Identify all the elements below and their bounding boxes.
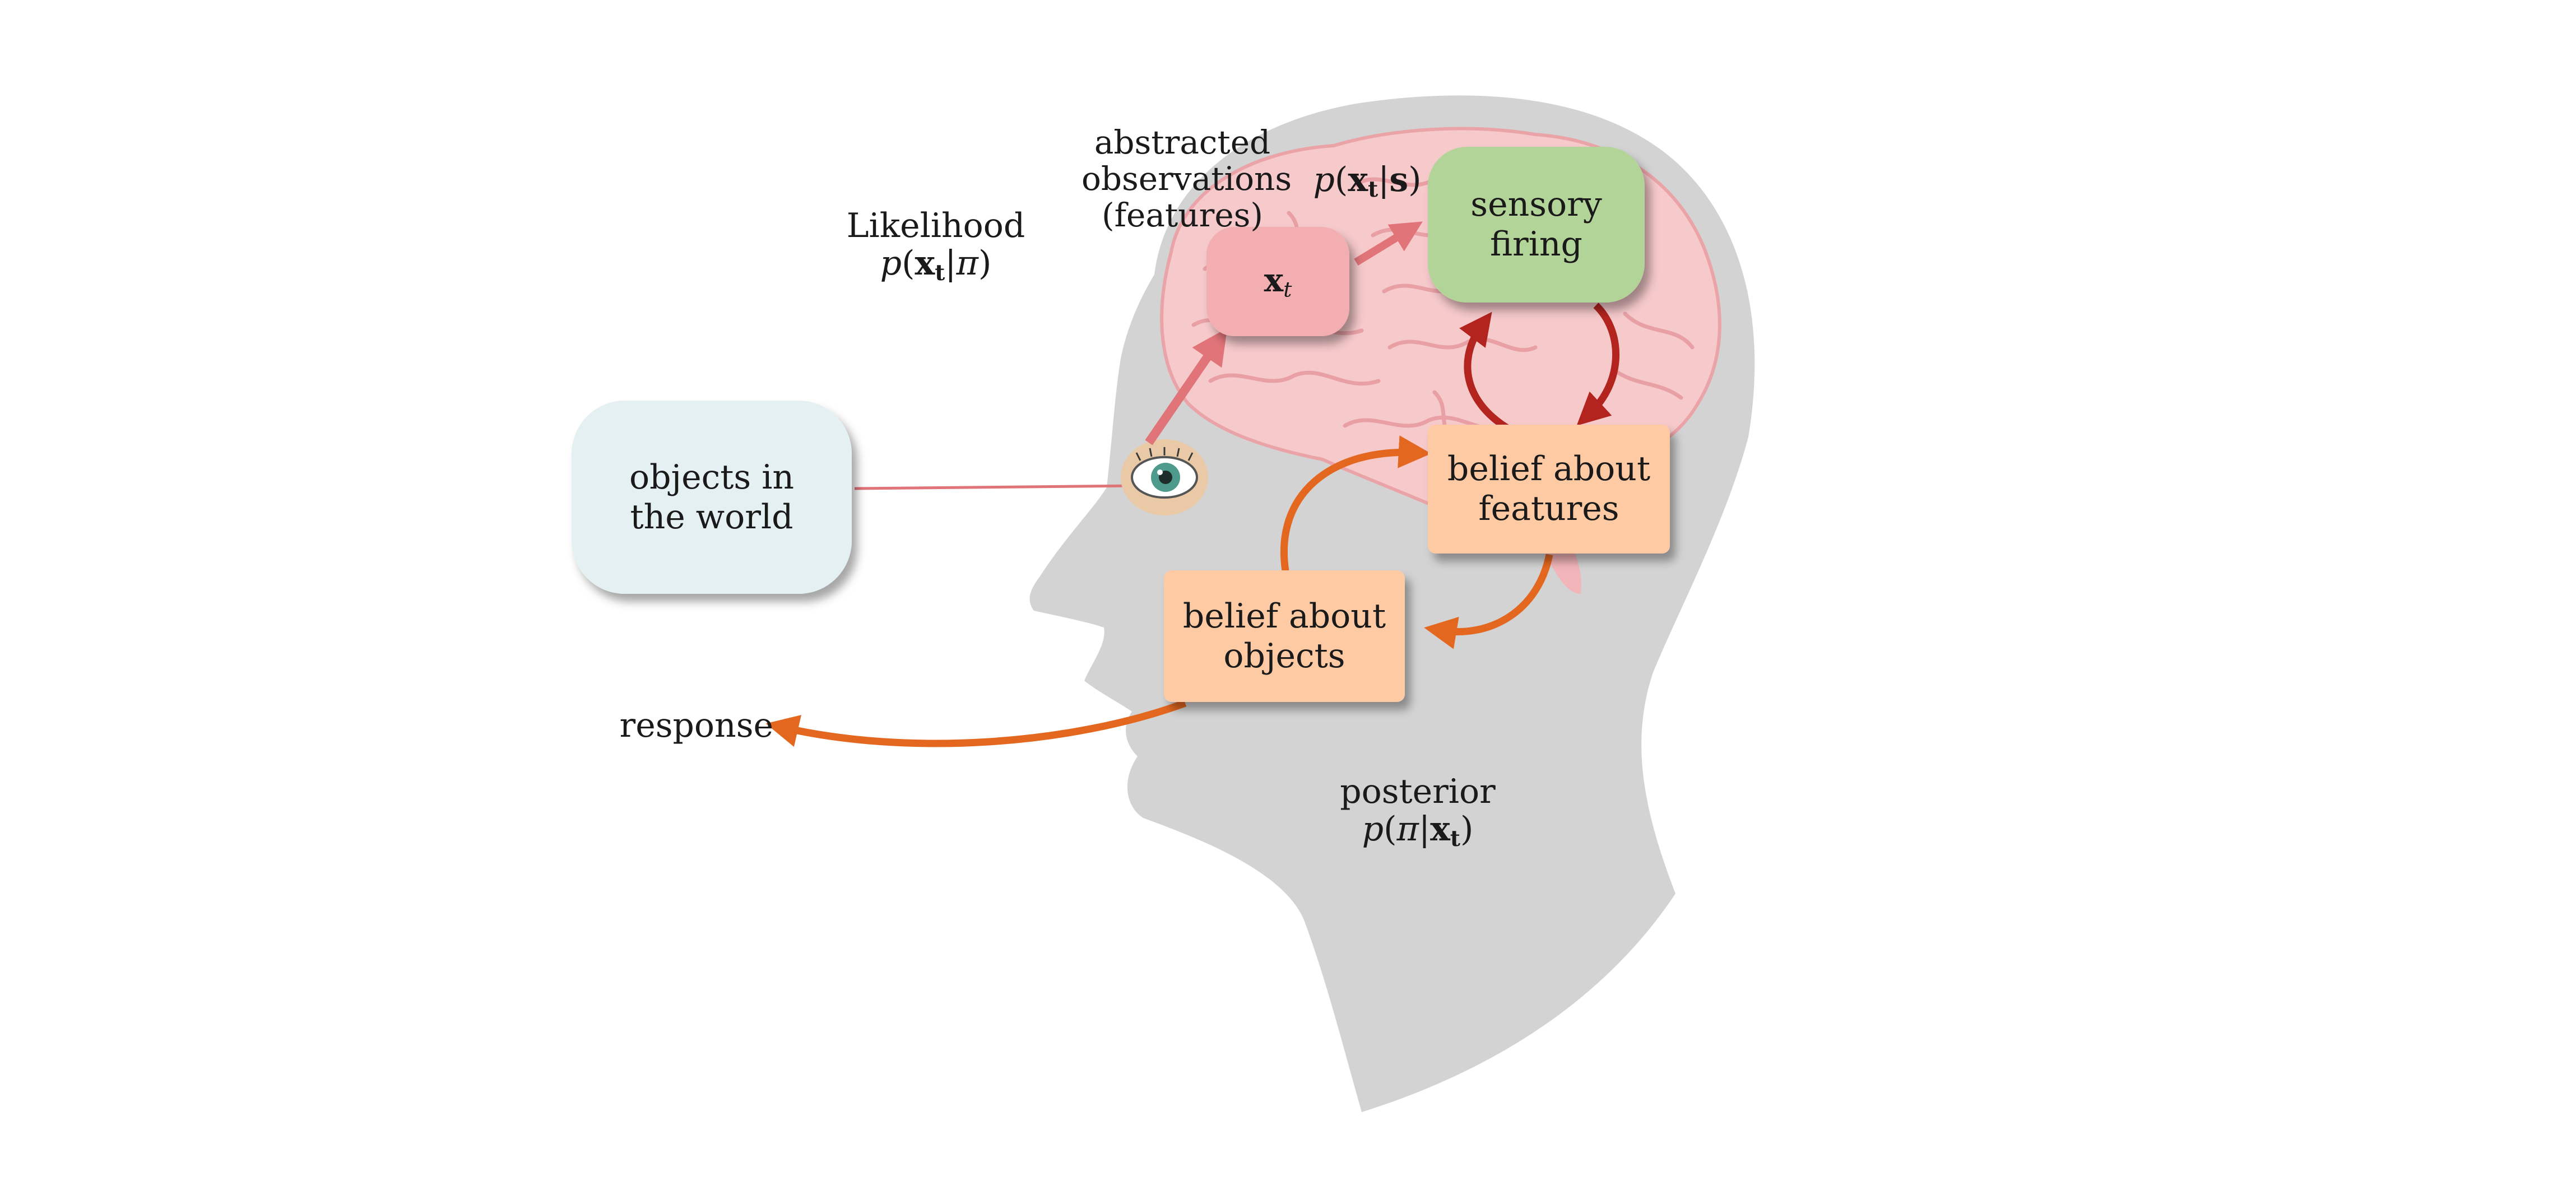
arrow-sensory-to-features	[1576, 303, 1619, 426]
response-label: response	[619, 706, 773, 745]
sensory-line2: firing	[1490, 225, 1582, 264]
arrow-features-to-sensory	[1459, 311, 1515, 435]
posterior-formula: p(π|xt)	[1362, 810, 1474, 852]
objects-line2: objects	[1223, 636, 1345, 676]
objects-world-line2: the world	[630, 497, 793, 537]
eye-icon	[1121, 439, 1208, 515]
box-features-shape	[1428, 425, 1670, 554]
sensory-likelihood-formula: p(xt|s)	[1313, 160, 1422, 202]
gaze-line	[854, 484, 1138, 490]
box-belief-features: belief about features	[1428, 425, 1670, 554]
arrow-objects-to-response	[765, 699, 1187, 747]
arrow-objects-to-features	[1280, 435, 1432, 575]
box-sensory-firing: sensory firing	[1428, 147, 1645, 303]
abstracted-observations-label: abstracted observations (features)	[1082, 123, 1292, 234]
sensory-line1: sensory	[1470, 185, 1602, 225]
likelihood-title: Likelihood	[846, 206, 1025, 245]
box-objects-world-shape	[572, 401, 852, 594]
xt-base: x	[1264, 261, 1284, 300]
likelihood-formula: p(xt|π)	[880, 244, 992, 286]
arrow-xt-to-sensory	[1354, 221, 1423, 266]
likelihood-label: Likelihood p(xt|π)	[829, 207, 1042, 286]
features-line1: belief about	[1447, 449, 1651, 489]
features-line2: features	[1478, 489, 1619, 528]
xt-sub: t	[1283, 277, 1292, 302]
abstracted-line3: (features)	[1101, 196, 1264, 234]
box-xt-shape	[1206, 227, 1349, 336]
box-objects-shape	[1164, 570, 1405, 702]
box-belief-objects: belief about objects	[1164, 570, 1405, 702]
box-sensory-shape	[1428, 147, 1645, 303]
box-xt: xt	[1206, 227, 1349, 336]
posterior-title: posterior	[1340, 772, 1496, 811]
box-objects-in-the-world: objects in the world	[572, 401, 852, 594]
abstracted-line2: observations	[1082, 159, 1292, 198]
arrow-features-to-objects	[1424, 554, 1553, 649]
arrow-eye-to-xt	[1145, 328, 1228, 445]
posterior-label: posterior p(π|xt)	[1322, 773, 1513, 852]
objects-line1: belief about	[1182, 596, 1386, 636]
objects-world-line1: objects in	[629, 457, 795, 497]
abstracted-line1: abstracted	[1094, 123, 1271, 161]
